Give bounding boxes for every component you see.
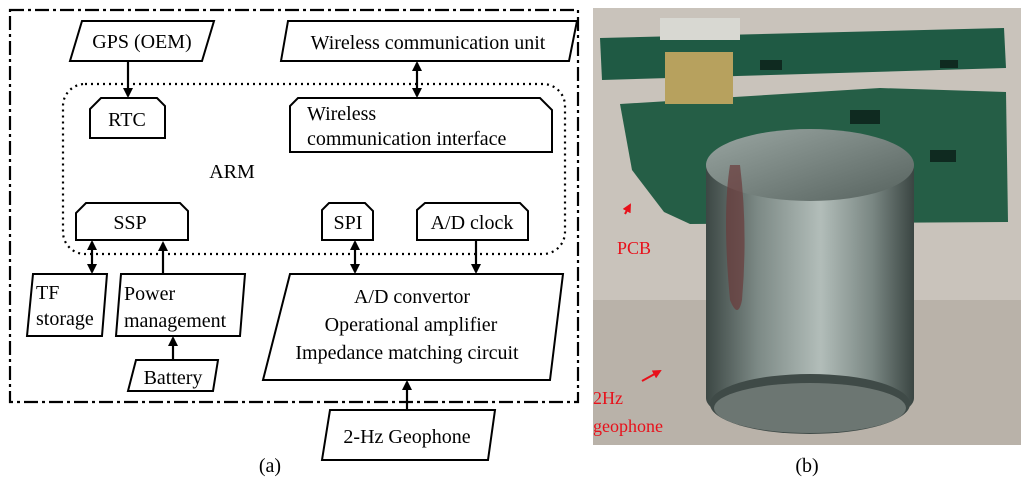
power-management-label-1: Power (124, 283, 175, 305)
pcb-component-d (940, 60, 958, 68)
spi-label: SPI (334, 212, 363, 234)
ssp-box (75, 202, 189, 241)
tf-storage-label-2: storage (36, 308, 94, 330)
ssp-label: SSP (113, 212, 146, 234)
pcb-component-b (850, 110, 880, 124)
wireless-unit-box (279, 20, 579, 62)
ad-clock-label: A/D clock (431, 212, 514, 234)
power-management-label-2: management (124, 310, 227, 332)
wireless-interface-box (289, 97, 553, 153)
wireless-unit-label: Wireless communication unit (311, 32, 546, 54)
geophone-box (320, 409, 497, 461)
geophone-bottom-face-inner (714, 383, 906, 433)
geophone-cylinder-top (706, 129, 914, 201)
wireless-interface-label-2: communication interface (307, 128, 506, 150)
geophone-photo-label-2: geophone (593, 416, 663, 436)
pcb-component-a (760, 60, 782, 70)
wireless-interface-label-1: Wireless (307, 103, 376, 125)
pcb-pointer-arrow (622, 203, 631, 215)
analog-frontend-box (261, 273, 565, 381)
ad-clock-box (416, 202, 529, 241)
tf-storage-box (25, 273, 109, 337)
arm-label: ARM (209, 161, 255, 183)
caption-a: (a) (259, 455, 281, 477)
geophone-pointer-arrow (641, 370, 662, 382)
tf-storage-label-1: TF (36, 282, 59, 304)
arm-boundary (61, 82, 567, 256)
ad-convertor-label: A/D convertor (354, 286, 470, 308)
pcb-label: PCB (617, 238, 651, 258)
rtc-label: RTC (108, 109, 146, 131)
panel-b-photo: PCB 2Hz geophone (b) (593, 8, 1021, 477)
impedance-matching-label: Impedance matching circuit (295, 342, 519, 364)
battery-box (126, 359, 220, 392)
power-management-box (114, 273, 247, 337)
gps-label: GPS (OEM) (92, 31, 191, 53)
geophone-label: 2-Hz Geophone (343, 426, 470, 448)
pcb-connector (660, 18, 740, 40)
operational-amplifier-label: Operational amplifier (325, 314, 498, 336)
gps-box (68, 20, 216, 62)
geophone-stain (726, 165, 745, 310)
spi-box (321, 202, 374, 241)
rtc-box (89, 97, 166, 139)
system-boundary (8, 8, 580, 404)
panel-a-block-diagram: GPS (OEM) Wireless communication unit RT… (8, 8, 580, 477)
battery-label: Battery (144, 367, 203, 389)
caption-b: (b) (795, 455, 818, 477)
connection-arrows (87, 61, 481, 410)
geophone-photo-label-1: 2Hz (593, 388, 623, 408)
geophone-cylinder-body (706, 168, 914, 428)
pcb-component-c (930, 150, 956, 162)
pcb-component-gold (665, 52, 733, 104)
